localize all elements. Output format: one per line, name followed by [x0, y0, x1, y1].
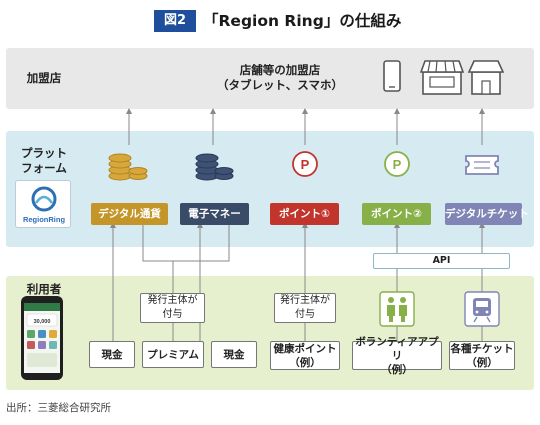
store-icon — [467, 60, 505, 95]
user-layer-band — [6, 276, 534, 390]
store-description-line2: （タブレット、スマホ） — [217, 78, 343, 92]
issuer-note-premium-line1: 発行主体が — [147, 295, 198, 306]
user-health-points: 健康ポイント （例） — [270, 341, 340, 370]
user-cash-2: 現金 — [211, 341, 257, 368]
logo-text: RegionRing — [23, 215, 65, 224]
user-tickets: 各種チケット （例） — [449, 341, 515, 370]
user-premium: プレミアム — [142, 341, 204, 368]
premium-connector — [142, 225, 230, 262]
issuer-note-premium-line2: 付与 — [162, 309, 183, 320]
service-digital-ticket: デジタルチケット — [445, 203, 529, 225]
smartphone-icon — [383, 60, 401, 92]
issuer-note-premium: 発行主体が 付与 — [140, 293, 205, 323]
user-health-points-line2: （例） — [289, 356, 321, 369]
region-ring-logo: RegionRing — [15, 180, 71, 228]
phone-balance-text: 30,000 — [34, 319, 51, 325]
issuer-note-health: 発行主体が 付与 — [274, 293, 336, 323]
navy-coins-icon — [195, 153, 234, 181]
shop-icon — [419, 60, 465, 95]
issuer-note-health-line2: 付与 — [295, 309, 315, 320]
api-label-box: API — [373, 253, 510, 269]
store-layer-label: 加盟店 — [26, 71, 62, 85]
service-digital-currency: デジタル通貨 — [91, 203, 168, 225]
people-icon — [379, 291, 415, 327]
issuer-note-health-line1: 発行主体が — [280, 295, 330, 306]
service-point-1: ポイント① — [270, 203, 339, 225]
service-e-money: 電子マネー — [180, 203, 249, 225]
user-volunteer-app-line1: ボランティアアプリ — [355, 335, 439, 362]
store-description: 店舗等の加盟店 （タブレット、スマホ） — [190, 63, 370, 93]
green-point-coin-icon: P — [384, 151, 410, 177]
figure-title: 「Region Ring」の仕組み — [203, 12, 402, 30]
service-point-2: ポイント② — [362, 203, 431, 225]
platform-label-line2: フォーム — [21, 161, 67, 175]
user-health-points-line1: 健康ポイント — [273, 342, 337, 355]
user-tickets-line2: （例） — [466, 356, 498, 369]
user-volunteer-app-line2: （例） — [381, 363, 413, 376]
platform-label-line1: プラット — [21, 146, 67, 160]
app-phone-illustration: 30,000 — [21, 296, 63, 380]
platform-layer-band — [6, 131, 534, 247]
svg-text:P: P — [393, 157, 402, 172]
train-icon — [464, 291, 500, 327]
svg-text:P: P — [301, 157, 310, 172]
user-volunteer-app: ボランティアアプリ （例） — [352, 336, 442, 376]
red-point-coin-icon: P — [292, 151, 318, 177]
figure-title-row: 図2 「Region Ring」の仕組み — [0, 9, 540, 33]
region-ring-logo-mark: RegionRing — [23, 186, 65, 224]
user-tickets-line1: 各種チケット — [450, 342, 514, 355]
user-cash-1: 現金 — [89, 341, 135, 368]
source-note: 出所：三菱総合研究所 — [6, 402, 111, 414]
ticket-icon — [465, 155, 499, 175]
platform-layer-label: プラット フォーム — [16, 146, 72, 176]
user-layer-label: 利用者 — [26, 282, 62, 296]
figure-number-badge: 図2 — [154, 10, 196, 32]
store-description-line1: 店舗等の加盟店 — [239, 63, 321, 77]
gold-coins-icon — [108, 153, 148, 181]
